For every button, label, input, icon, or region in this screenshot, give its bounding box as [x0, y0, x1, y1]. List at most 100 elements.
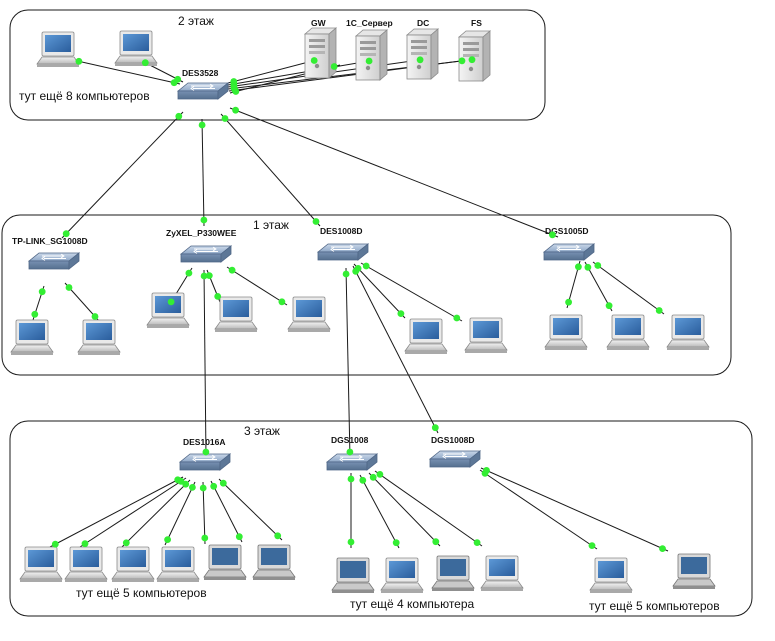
- port-dot: [347, 475, 355, 483]
- port-dot: [605, 302, 613, 310]
- computer-icon: [666, 314, 710, 351]
- port-dot: [81, 540, 89, 548]
- port-dot: [483, 467, 490, 474]
- port-dot: [201, 534, 209, 542]
- floor-3-note-a: тут ещё 5 компьютеров: [76, 586, 207, 600]
- computer-icon: [480, 555, 524, 592]
- port-dot: [588, 542, 596, 549]
- floor-1-title: 1 этаж: [253, 218, 289, 232]
- port-dot: [432, 538, 440, 546]
- port-dot: [330, 63, 338, 70]
- port-dot: [199, 484, 207, 492]
- port-dot: [431, 424, 439, 432]
- floor-3-note-c: тут ещё 5 компьютеров: [589, 599, 720, 613]
- port-dot: [362, 262, 370, 270]
- port-dot: [174, 75, 182, 83]
- server-label-1c: 1C_Сервер: [346, 18, 393, 28]
- computer-icon: [331, 557, 375, 594]
- port-dot: [458, 57, 466, 65]
- switch-icon: [180, 245, 232, 263]
- computer-icon: [19, 546, 63, 583]
- switch-icon: [177, 82, 229, 100]
- computer-icon: [380, 557, 424, 594]
- computer-icon: [10, 319, 54, 356]
- port-dot: [594, 262, 602, 269]
- server-label-gw: GW: [311, 18, 327, 28]
- computer-icon: [156, 546, 200, 583]
- switch-label-tplink: TP-LINK_SG1008D: [12, 236, 88, 246]
- port-dot: [232, 88, 240, 95]
- switch-icon: [28, 252, 80, 270]
- server-icon: [458, 30, 491, 82]
- port-dot: [416, 56, 424, 64]
- computer-icon: [203, 544, 247, 581]
- port-dot: [565, 298, 572, 306]
- switch-label-des1008d: DES1008D: [320, 226, 363, 236]
- port-dot: [141, 59, 149, 67]
- port-dot: [75, 57, 83, 65]
- switch-label-zyxel: ZyXEL_P330WEE: [166, 228, 237, 238]
- port-dot: [468, 56, 476, 64]
- computer-icon: [404, 318, 448, 355]
- port-dot: [31, 310, 39, 318]
- port-dot: [51, 540, 59, 548]
- port-dot: [453, 314, 461, 322]
- switch-icon: [543, 243, 595, 261]
- computer-icon: [464, 317, 508, 354]
- computer-icon: [672, 553, 716, 590]
- port-dot: [198, 121, 206, 129]
- port-dot: [369, 473, 377, 481]
- port-dot: [189, 484, 196, 491]
- port-dot: [175, 112, 183, 120]
- computer-icon: [431, 555, 475, 592]
- server-icon: [355, 29, 388, 81]
- port-dot: [182, 480, 190, 488]
- switch-label-dgs1008d: DGS1008D: [431, 435, 474, 445]
- port-dot: [122, 539, 130, 547]
- computer-icon: [544, 314, 588, 351]
- switch-label-dgs1008: DGS1008: [331, 435, 369, 445]
- port-dot: [473, 539, 481, 546]
- port-dot: [274, 532, 282, 540]
- port-dot: [210, 482, 218, 490]
- port-dot: [359, 476, 367, 484]
- port-dot: [62, 230, 70, 238]
- port-dot: [185, 269, 193, 277]
- computer-icon: [111, 546, 155, 583]
- port-dot: [235, 533, 243, 541]
- port-dot: [38, 288, 46, 296]
- port-dot: [232, 106, 240, 114]
- computer-icon: [146, 292, 190, 329]
- computer-icon: [287, 296, 331, 333]
- server-icon: [406, 28, 439, 80]
- port-dot: [310, 57, 318, 64]
- switch-label-des1016a: DES1016A: [183, 437, 226, 447]
- port-dot: [584, 263, 592, 271]
- port-dot: [228, 266, 236, 274]
- port-dot: [65, 284, 73, 291]
- port-dot: [312, 218, 320, 225]
- port-dot: [205, 272, 213, 279]
- server-icon: [304, 27, 337, 79]
- server-label-dc: DC: [417, 18, 429, 28]
- port-dots: [31, 56, 666, 552]
- port-dot: [167, 298, 175, 306]
- port-dot: [655, 307, 663, 314]
- port-dot: [376, 471, 384, 478]
- port-dot: [200, 272, 208, 280]
- port-dot: [352, 267, 360, 275]
- server-label-fs: FS: [471, 18, 482, 28]
- floor-3-title: 3 этаж: [244, 424, 280, 438]
- port-dot: [200, 216, 208, 224]
- switch-icon: [317, 243, 369, 261]
- port-dot: [347, 538, 355, 546]
- computer-icon: [589, 557, 633, 594]
- port-dot: [392, 539, 400, 547]
- port-dot: [549, 231, 556, 239]
- port-dot: [202, 448, 210, 456]
- computer-icon: [606, 314, 650, 351]
- port-dot: [214, 293, 222, 300]
- port-dot: [278, 298, 286, 306]
- port-dot: [342, 270, 350, 278]
- computer-icon: [114, 30, 158, 67]
